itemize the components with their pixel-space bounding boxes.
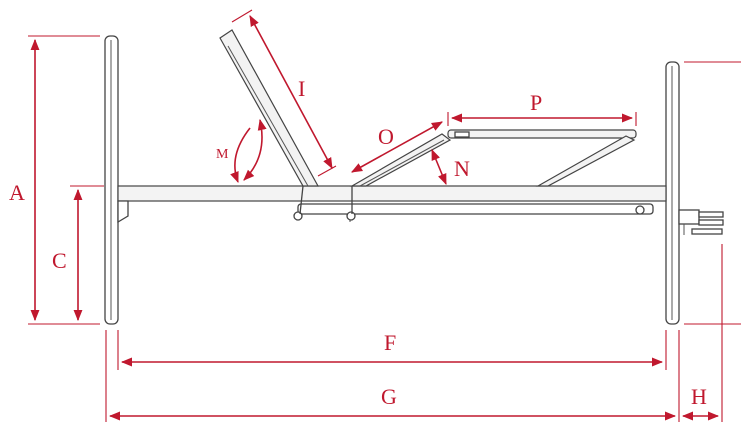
bed-frame [104, 29, 724, 325]
foot-connector [678, 209, 700, 225]
label-h: H [691, 384, 707, 409]
label-o: O [378, 124, 394, 149]
side-rail [117, 185, 667, 202]
leg-section [447, 129, 637, 139]
label-n: N [454, 156, 470, 181]
dimension-p: P [447, 90, 637, 126]
actuator-pin-right [635, 205, 645, 215]
dimension-m: M [216, 118, 267, 184]
dimension-a: A [9, 35, 100, 325]
actuator-bar [297, 203, 654, 215]
dimension-n: N [431, 148, 470, 186]
dimension-i: I [231, 9, 337, 177]
dimension-o: O [351, 121, 443, 173]
actuator-pin-middle [346, 211, 356, 221]
actuator-pin-left [293, 211, 303, 221]
label-m: M [216, 147, 229, 162]
label-c: C [52, 248, 67, 273]
dimension-g: G [105, 330, 680, 422]
leg-support [535, 135, 636, 187]
dimension-c: C [52, 185, 104, 322]
label-p: P [530, 90, 542, 115]
label-f: F [384, 330, 396, 355]
label-g: G [381, 384, 397, 409]
dimension-h: H [681, 244, 723, 422]
dimension-f: F [117, 330, 667, 370]
label-i: I [298, 76, 305, 101]
label-a: A [9, 180, 25, 205]
